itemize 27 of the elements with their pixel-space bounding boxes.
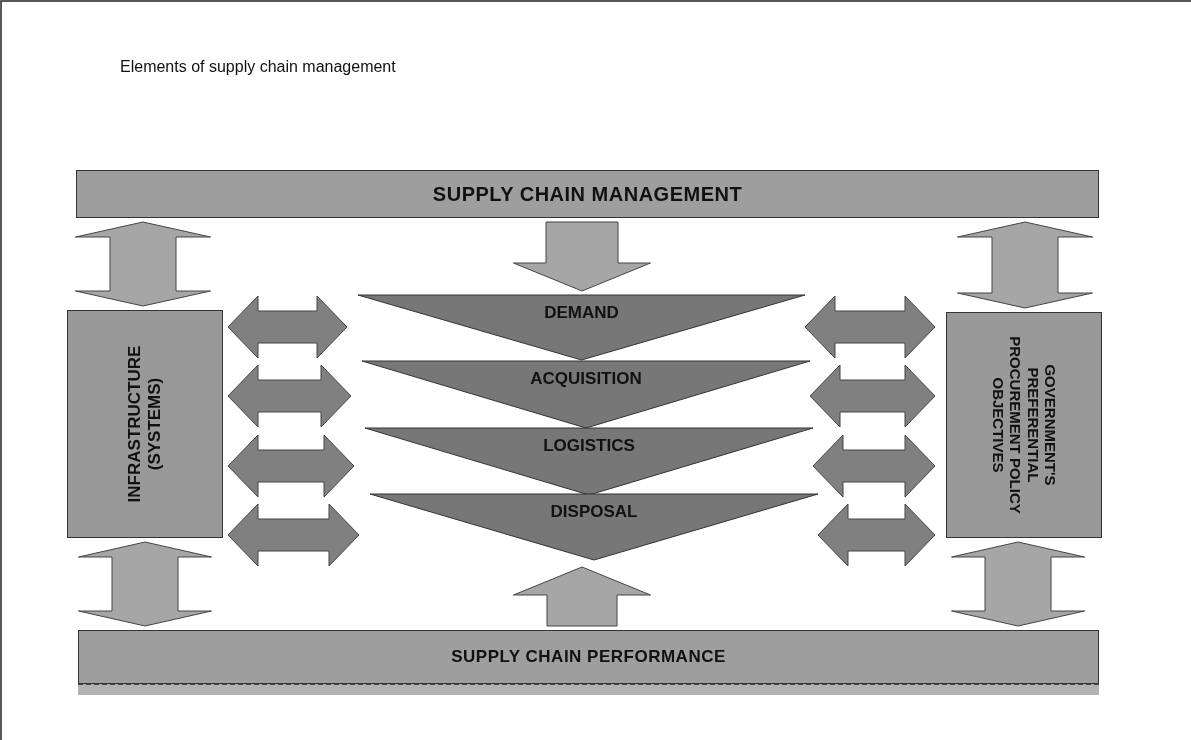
double-block-arrow — [227, 364, 352, 428]
double-block-arrow — [227, 295, 348, 359]
box-label: SUPPLY CHAIN PERFORMANCE — [451, 647, 726, 667]
double-block-arrow — [817, 503, 936, 567]
box-label: GOVERNMENT'S PREFERENTIAL PROCUREMENT POLICY OBJECTIVES — [989, 336, 1059, 514]
double-block-arrow — [78, 541, 212, 627]
box-label: SUPPLY CHAIN MANAGEMENT — [432, 182, 743, 206]
stage-label: LOGISTICS — [542, 436, 636, 456]
box-label: INFRASTRUCTURE (SYSTEMS) — [125, 344, 165, 505]
double-block-arrow — [812, 434, 936, 498]
side-box — [67, 310, 223, 538]
side-box — [946, 312, 1102, 538]
double-block-arrow — [809, 364, 936, 428]
stage-label: DISPOSAL — [549, 502, 639, 522]
block-arrow — [513, 566, 651, 627]
double-block-arrow — [227, 503, 360, 567]
header-bar — [76, 170, 1099, 218]
diagram-title: Elements of supply chain management — [120, 58, 396, 76]
stage-label: DEMAND — [543, 303, 620, 323]
double-block-arrow — [75, 221, 211, 307]
double-block-arrow — [951, 541, 1085, 627]
double-block-arrow — [804, 295, 936, 359]
double-block-arrow — [227, 434, 355, 498]
double-block-arrow — [957, 221, 1093, 309]
footer-bar — [78, 630, 1099, 684]
block-arrow — [513, 221, 651, 292]
stage-label: ACQUISITION — [529, 369, 643, 389]
